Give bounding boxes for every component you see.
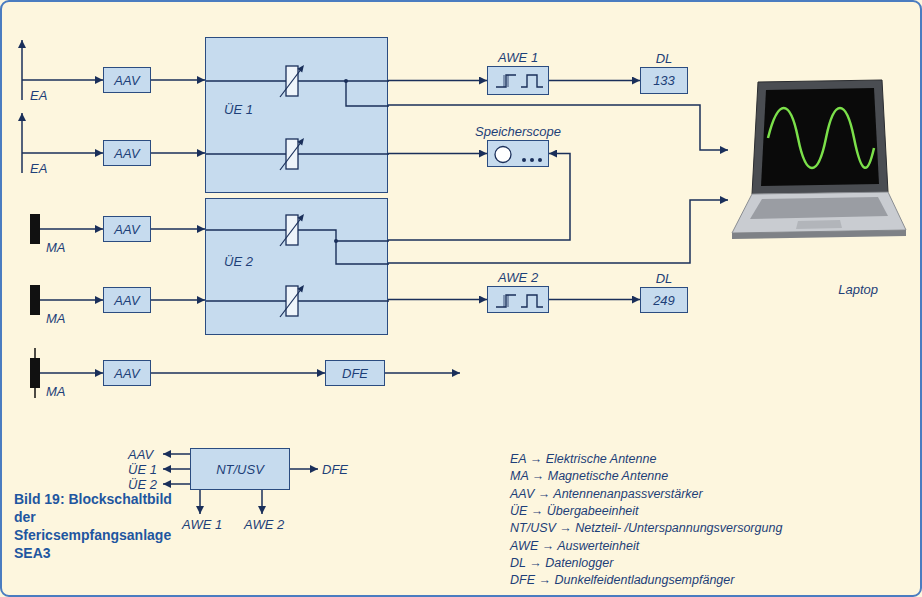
- signal-connector: [388, 200, 728, 263]
- supply-arrow-part: [199, 490, 201, 514]
- node-label: AAV: [114, 293, 139, 308]
- antenna-label: EA: [30, 161, 47, 176]
- antenna-label: MA: [46, 311, 66, 326]
- supply-target: DFE: [322, 462, 348, 477]
- node-label: AAV: [114, 73, 139, 88]
- legend-entry: EA → Elektrische Antenne: [510, 452, 656, 467]
- legend-entry: AAV → Antennenanpassverstärker: [510, 487, 703, 502]
- signal-connector: [549, 299, 640, 301]
- antenna-label: MA: [46, 240, 66, 255]
- node-label: AAV: [114, 366, 139, 381]
- evaluation-unit: AWE 1: [487, 66, 549, 95]
- magnetic-antenna-part: [30, 358, 40, 388]
- legend-entry: ÜE → Übergabeeinheit: [510, 504, 639, 519]
- node-label: NT/USV: [216, 462, 264, 477]
- supply-target: ÜE 2: [128, 477, 157, 492]
- electric-antenna: [22, 40, 103, 173]
- legend-entry: MA → Magnetische Antenne: [510, 469, 668, 484]
- antenna-label: EA: [30, 88, 47, 103]
- amplifier-box: AAV: [103, 67, 151, 93]
- awe-symbol: [488, 67, 550, 96]
- laptop-symbol: [728, 78, 908, 243]
- signal-connector: [151, 372, 325, 374]
- storage-scope: Speicherscope: [487, 140, 549, 167]
- magnetic-antenna: [30, 214, 103, 398]
- signal-connector: [388, 299, 487, 301]
- magnetic-antenna-part: [30, 214, 40, 244]
- node-label: DFE: [342, 366, 368, 381]
- receiver-box: DFE: [325, 360, 385, 386]
- evaluation-unit: AWE 2: [487, 286, 549, 313]
- legend-entry: NT/USV → Netzteil- /Unterspannungsversor…: [510, 521, 782, 536]
- supply-arrow-part: [290, 468, 318, 470]
- signal-connector: [151, 299, 205, 301]
- signal-connector: [388, 153, 487, 155]
- figure-caption: Bild 19: Blockschaltbild der Sfericsempf…: [14, 490, 179, 562]
- signal-connector: [388, 105, 728, 150]
- supply-target: AAV: [128, 447, 153, 462]
- node-heading: ÜE 1: [224, 102, 253, 117]
- supply-arrow-part: [261, 490, 263, 514]
- signal-connector: [549, 80, 640, 82]
- supply-arrow-part: [163, 468, 190, 470]
- scope-symbol: [488, 141, 550, 168]
- awe-symbol: [488, 287, 550, 314]
- supply-target: ÜE 1: [128, 462, 157, 477]
- node-heading: ÜE 2: [224, 254, 253, 269]
- signal-connector: [151, 79, 205, 81]
- data-logger: DL249: [640, 287, 688, 313]
- power-supply: NT/USV: [190, 448, 290, 490]
- legend-entry: DFE → Dunkelfeidentladungsempfänger: [510, 573, 734, 588]
- magnetic-antenna-part: [40, 299, 103, 301]
- dfe-output-arrow-part: [385, 372, 460, 374]
- signal-connector: [151, 228, 205, 230]
- node-label: 133: [653, 73, 675, 88]
- amplifier-box: AAV: [103, 140, 151, 166]
- data-logger: DL133: [640, 67, 688, 94]
- supply-arrow-part: [163, 483, 190, 485]
- node-label: AAV: [114, 222, 139, 237]
- magnetic-antenna-part: [40, 228, 103, 230]
- electric-antenna-part: [21, 40, 23, 100]
- node-heading: AWE 2: [498, 270, 538, 285]
- supply-target: AWE 1: [182, 517, 222, 532]
- dfe-output-arrow: [385, 373, 460, 374]
- node-heading: DL: [656, 51, 673, 66]
- electric-antenna-part: [21, 113, 23, 173]
- supply-arrow-part: [163, 453, 190, 455]
- amplifier-box: AAV: [103, 287, 151, 313]
- signal-connector: [151, 152, 205, 154]
- node-heading: Speicherscope: [475, 124, 561, 139]
- amplifier-box: AAV: [103, 216, 151, 242]
- magnetic-antenna-part: [30, 285, 40, 315]
- amplifier-box: AAV: [103, 360, 151, 386]
- node-heading: Laptop: [838, 282, 878, 297]
- node-heading: AWE 1: [498, 50, 538, 65]
- node-label: AAV: [114, 146, 139, 161]
- transfer-unit: ÜE 2: [205, 198, 388, 335]
- transfer-unit: ÜE 1: [205, 37, 388, 193]
- node-heading: DL: [656, 271, 673, 286]
- signal-connector: [388, 80, 487, 82]
- supply-target: AWE 2: [244, 517, 284, 532]
- legend-entry: DL → Datenlogger: [510, 556, 613, 571]
- laptop: Laptop: [728, 78, 908, 303]
- node-label: 249: [653, 293, 675, 308]
- electric-antenna-part: [22, 152, 103, 154]
- antenna-label: MA: [46, 384, 66, 399]
- magnetic-antenna-part: [40, 372, 103, 374]
- legend-entry: AWE → Auswerteinheit: [510, 539, 639, 554]
- electric-antenna-part: [22, 79, 103, 81]
